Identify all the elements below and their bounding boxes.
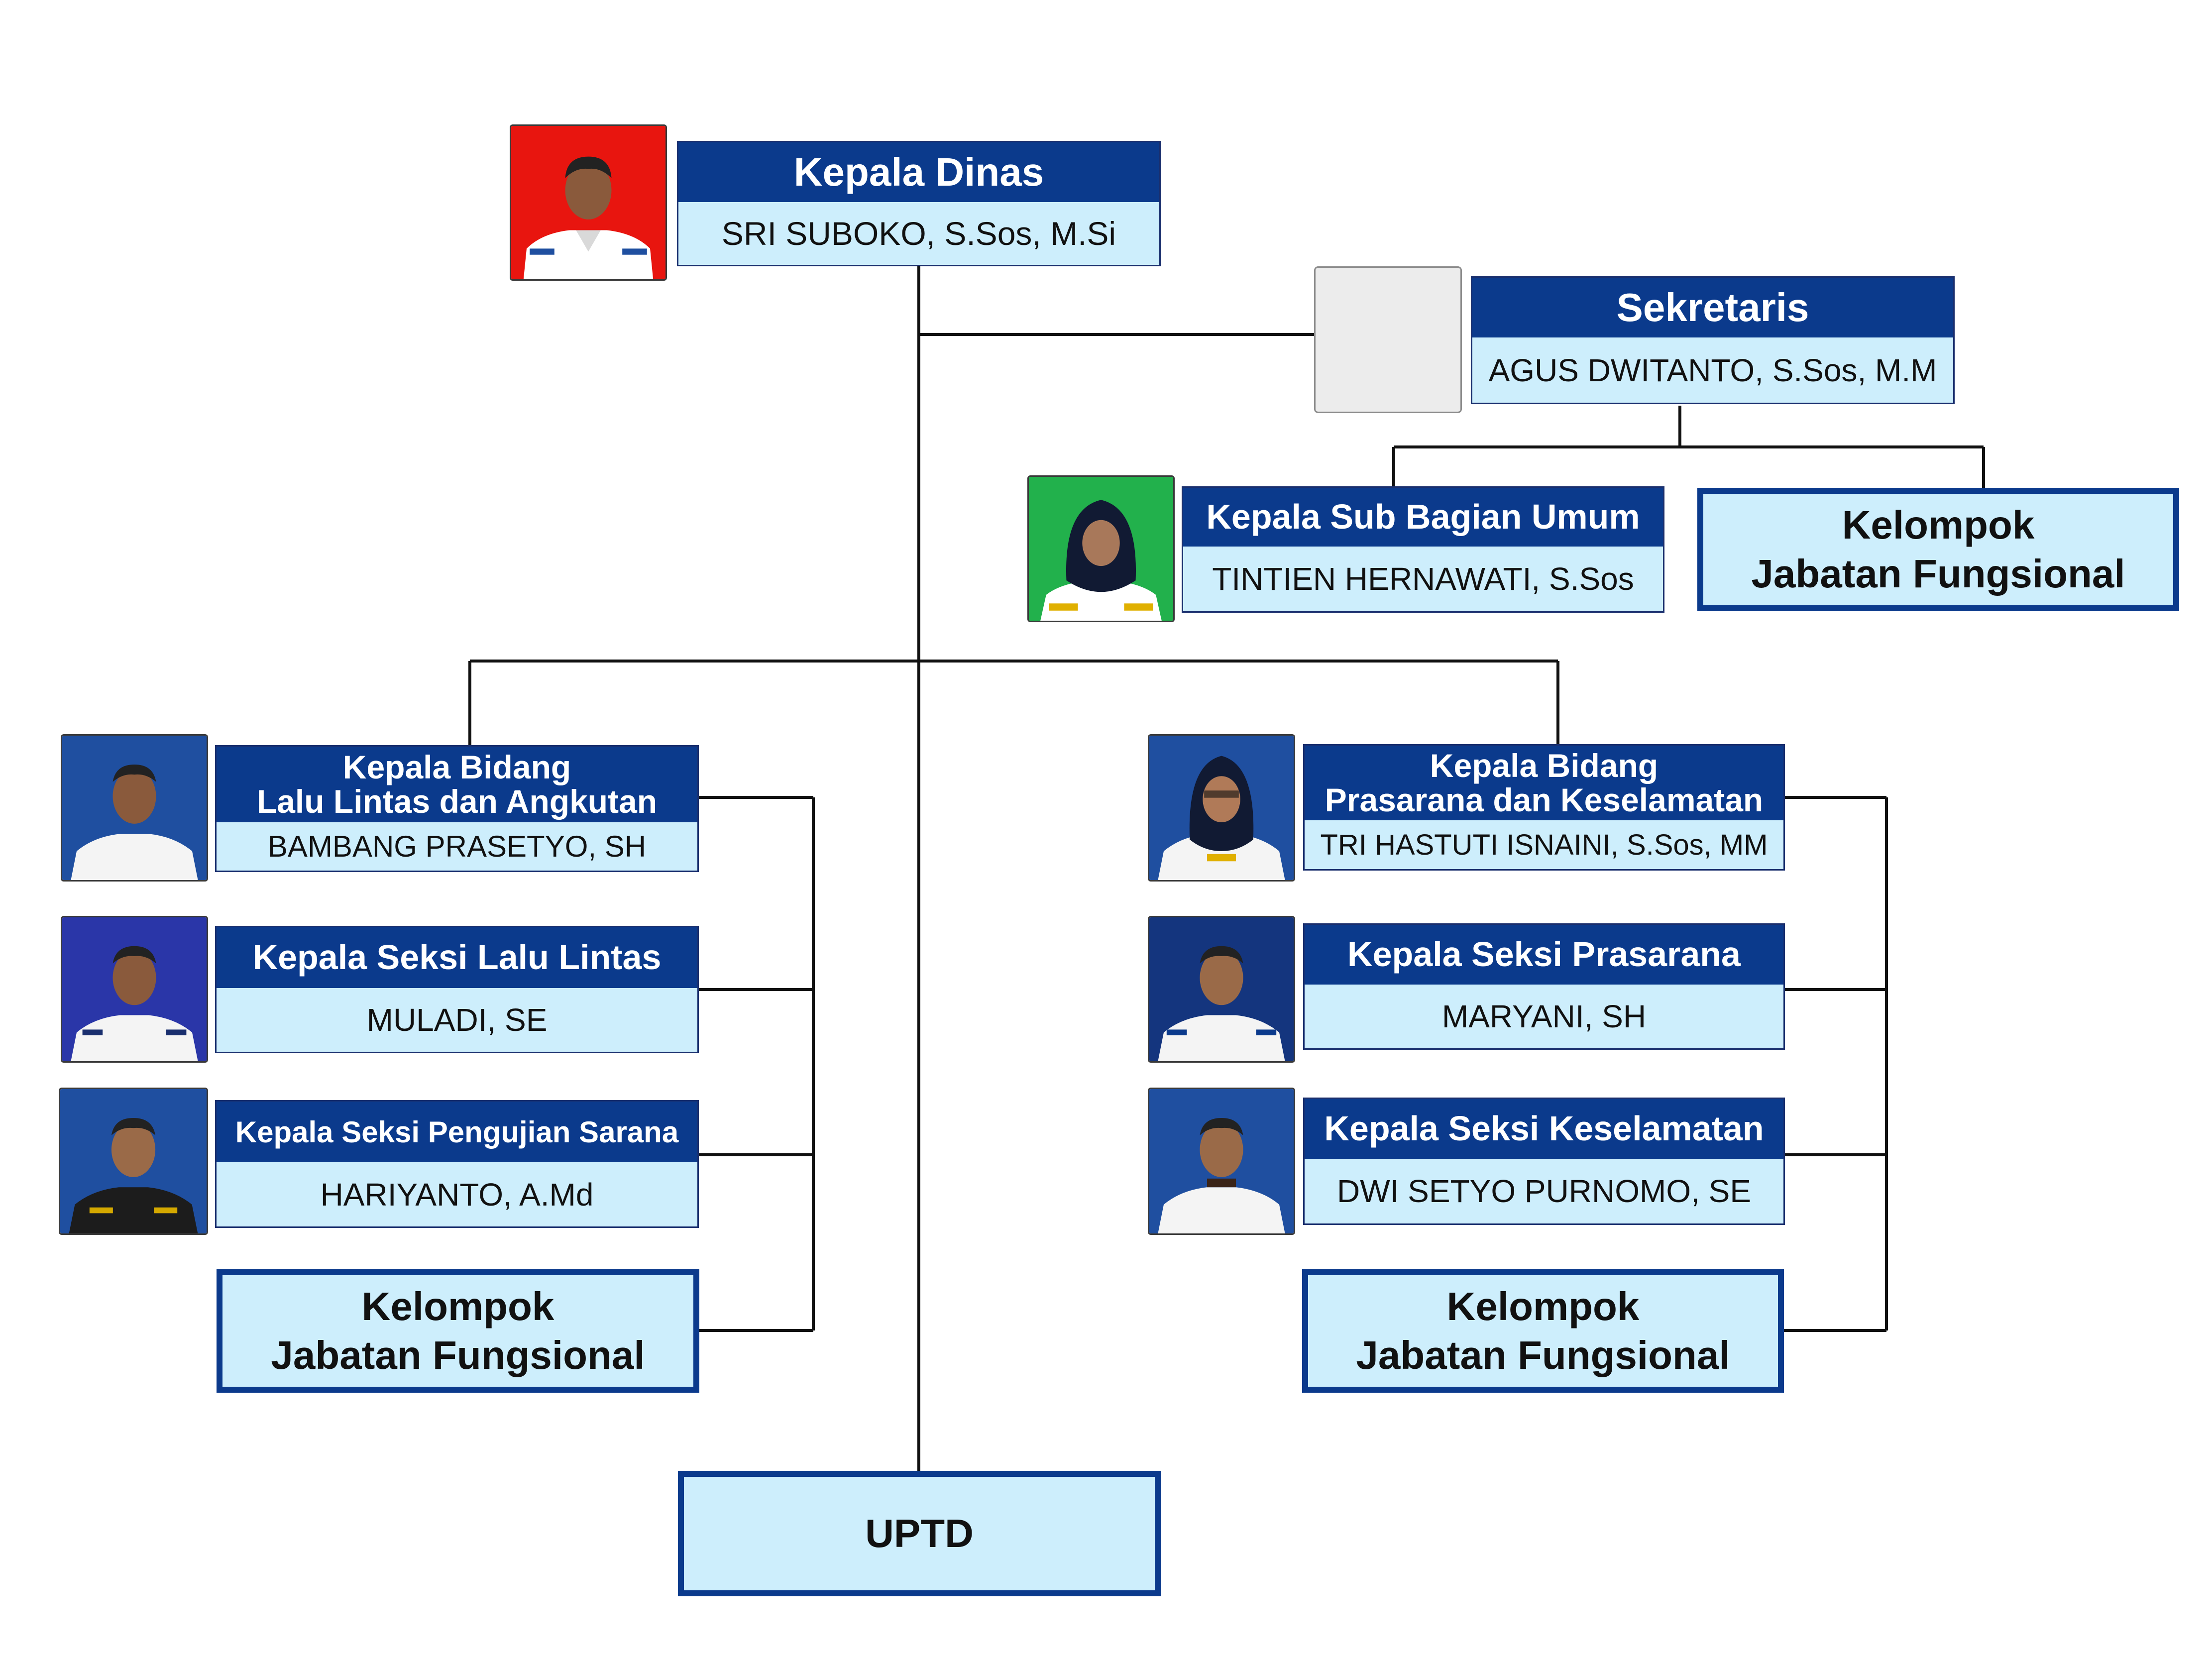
uptd-box: UPTD [678,1471,1161,1596]
uptd-label: UPTD [865,1511,974,1556]
seksi-keselamatan-photo [1148,1088,1295,1235]
bidang-llaj-title: Kepala Bidang Lalu Lintas dan Angkutan [217,747,697,822]
sekretaris-photo-placeholder [1314,266,1462,413]
bidang-llaj-name: BAMBANG PRASETYO, SH [267,830,647,863]
bidang-llaj-photo [61,734,208,882]
seksi-prasarana-box: Kepala Seksi Prasarana MARYANI, SH [1303,923,1785,1050]
bidang-prasarana-title: Kepala Bidang Prasarana dan Keselamatan [1305,746,1783,820]
fungsional-sekretariat-line2: Jabatan Fungsional [1751,552,2125,596]
person-portrait-icon [60,1089,207,1233]
fungsional-prasarana-line1: Kelompok [1446,1284,1640,1329]
kasubag-umum-photo [1027,475,1175,622]
seksi-lalu-lintas-box: Kepala Seksi Lalu Lintas MULADI, SE [215,926,699,1053]
fungsional-sekretariat-box: Kelompok Jabatan Fungsional [1697,488,2179,611]
kepala-dinas-photo [510,124,667,281]
fungsional-llaj-line2: Jabatan Fungsional [271,1333,645,1377]
seksi-pengujian-sarana-photo [59,1088,208,1235]
seksi-pengujian-sarana-name: HARIYANTO, A.Md [320,1176,594,1213]
seksi-prasarana-photo [1148,916,1295,1063]
fungsional-prasarana-box: Kelompok Jabatan Fungsional [1302,1269,1784,1393]
kasubag-umum-box: Kepala Sub Bagian Umum TINTIEN HERNAWATI… [1182,486,1664,613]
seksi-pengujian-sarana-title: Kepala Seksi Pengujian Sarana [217,1102,697,1162]
fungsional-prasarana-line2: Jabatan Fungsional [1356,1333,1730,1377]
person-portrait-icon [1029,477,1173,621]
person-portrait-icon [62,917,207,1061]
seksi-prasarana-name: MARYANI, SH [1441,998,1647,1034]
seksi-keselamatan-box: Kepala Seksi Keselamatan DWI SETYO PURNO… [1303,1098,1785,1225]
fungsional-llaj-box: Kelompok Jabatan Fungsional [217,1269,699,1393]
bidang-llaj-box: Kepala Bidang Lalu Lintas dan Angkutan B… [215,745,699,872]
kepala-dinas-box: Kepala Dinas SRI SUBOKO, S.Sos, M.Si [677,141,1161,266]
person-portrait-icon [1149,1089,1294,1233]
kepala-dinas-title: Kepala Dinas [678,142,1159,202]
sekretaris-title: Sekretaris [1472,278,1953,337]
fungsional-sekretariat-line1: Kelompok [1842,503,2035,548]
seksi-prasarana-title: Kepala Seksi Prasarana [1305,925,1783,985]
person-portrait-icon [62,736,207,880]
kasubag-umum-title: Kepala Sub Bagian Umum [1183,488,1663,547]
sekretaris-box: Sekretaris AGUS DWITANTO, S.Sos, M.M [1471,276,1955,404]
bidang-prasarana-title-line1: Kepala Bidang [1430,747,1659,784]
seksi-lalu-lintas-photo [61,916,208,1063]
bidang-llaj-title-line1: Kepala Bidang [342,748,571,785]
bidang-prasarana-title-line2: Prasarana dan Keselamatan [1325,781,1764,818]
kepala-dinas-name: SRI SUBOKO, S.Sos, M.Si [721,215,1116,252]
bidang-prasarana-photo [1148,734,1295,882]
seksi-lalu-lintas-name: MULADI, SE [366,1002,548,1038]
kasubag-umum-name: TINTIEN HERNAWATI, S.Sos [1212,561,1634,597]
seksi-lalu-lintas-title: Kepala Seksi Lalu Lintas [217,927,697,988]
sekretaris-name: AGUS DWITANTO, S.Sos, M.M [1488,352,1937,388]
seksi-keselamatan-name: DWI SETYO PURNOMO, SE [1336,1173,1752,1209]
bidang-prasarana-box: Kepala Bidang Prasarana dan Keselamatan … [1303,744,1785,871]
fungsional-llaj-line1: Kelompok [361,1284,554,1329]
person-portrait-icon [511,126,665,279]
seksi-keselamatan-title: Kepala Seksi Keselamatan [1305,1099,1783,1159]
bidang-llaj-title-line2: Lalu Lintas dan Angkutan [256,783,658,820]
bidang-prasarana-name: TRI HASTUTI ISNAINI, S.Sos, MM [1320,828,1768,861]
person-portrait-icon [1149,736,1294,880]
seksi-pengujian-sarana-box: Kepala Seksi Pengujian Sarana HARIYANTO,… [215,1100,699,1228]
person-portrait-icon [1149,917,1294,1061]
